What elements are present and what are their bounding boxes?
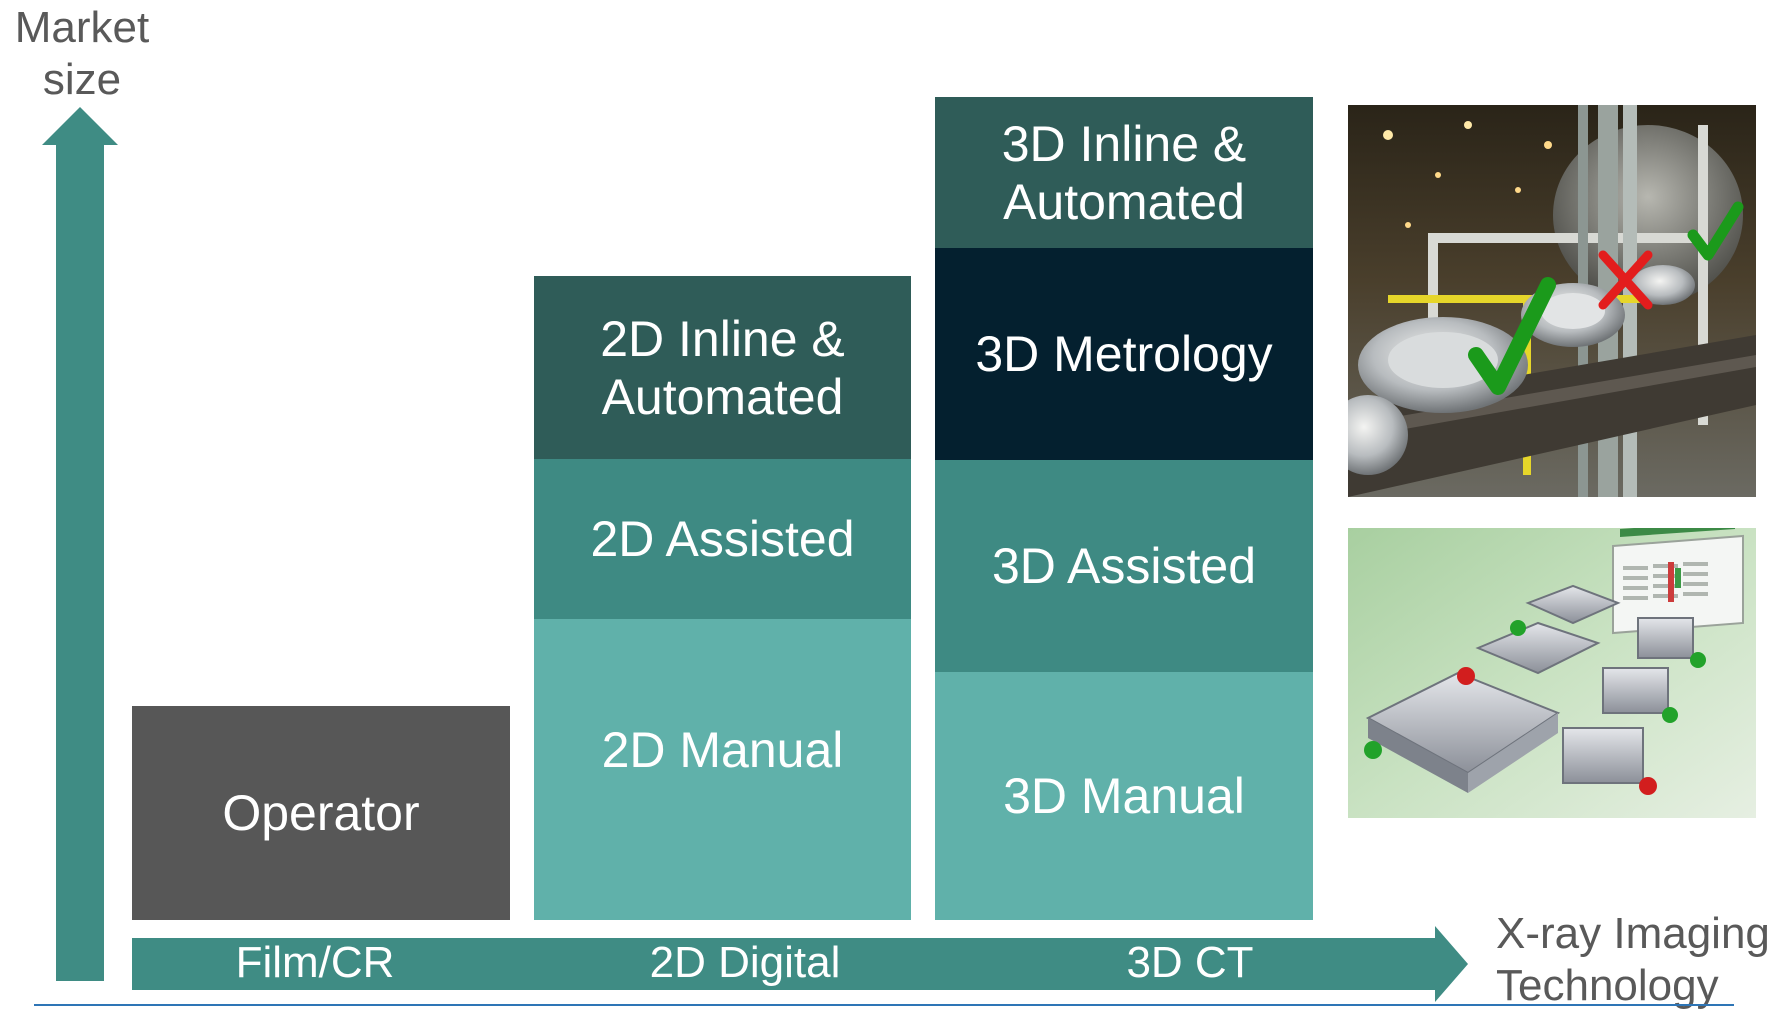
automated-ct-parts-render <box>1348 528 1756 818</box>
x-category-2d-digital: 2D Digital <box>649 938 841 987</box>
3d-manual-label: 3D Manual <box>1003 768 1245 824</box>
2d-inline-block: 2D Inline & Automated <box>534 276 911 459</box>
operator-label: Operator <box>222 785 420 841</box>
y-axis-label-line1: Market <box>14 3 150 52</box>
3d-metrology-label: 3D Metrology <box>975 326 1273 382</box>
x-axis-title-line2: Technology <box>1496 961 1719 1010</box>
operator-block: Operator <box>132 706 510 920</box>
3d-inline-label-line1: 3D Inline & <box>1001 115 1247 172</box>
factory-inspection-photo <box>1348 105 1756 497</box>
3d-assisted-block: 3D Assisted <box>935 460 1313 672</box>
2d-inline-label-line2: Automated <box>601 368 844 425</box>
y-axis-arrow <box>42 107 118 981</box>
3d-inline-block: 3D Inline & Automated <box>935 97 1313 248</box>
2d-assisted-block: 2D Assisted <box>534 459 911 619</box>
x-category-3d-ct: 3D CT <box>1126 938 1254 987</box>
x-axis-title-line1: X-ray Imaging <box>1496 909 1770 958</box>
2d-inline-label-line1: 2D Inline & <box>600 310 845 367</box>
x-category-film: Film/CR <box>235 938 395 987</box>
3d-inline-label-line2: Automated <box>1003 173 1245 230</box>
2d-manual-label: 2D Manual <box>601 721 844 778</box>
3d-manual-block: 3D Manual <box>935 672 1313 920</box>
y-axis-label: Market size <box>0 2 164 106</box>
3d-assisted-label: 3D Assisted <box>991 538 1256 594</box>
2d-assisted-label: 2D Assisted <box>590 511 855 567</box>
y-axis-label-line2: size <box>42 55 122 104</box>
bottom-rule <box>34 1004 1734 1006</box>
3d-metrology-block: 3D Metrology <box>935 248 1313 460</box>
x-axis-title: X-ray Imaging Technology <box>1496 908 1770 1012</box>
2d-manual-block: 2D Manual <box>534 619 911 920</box>
x-axis-arrow <box>132 926 1468 1002</box>
